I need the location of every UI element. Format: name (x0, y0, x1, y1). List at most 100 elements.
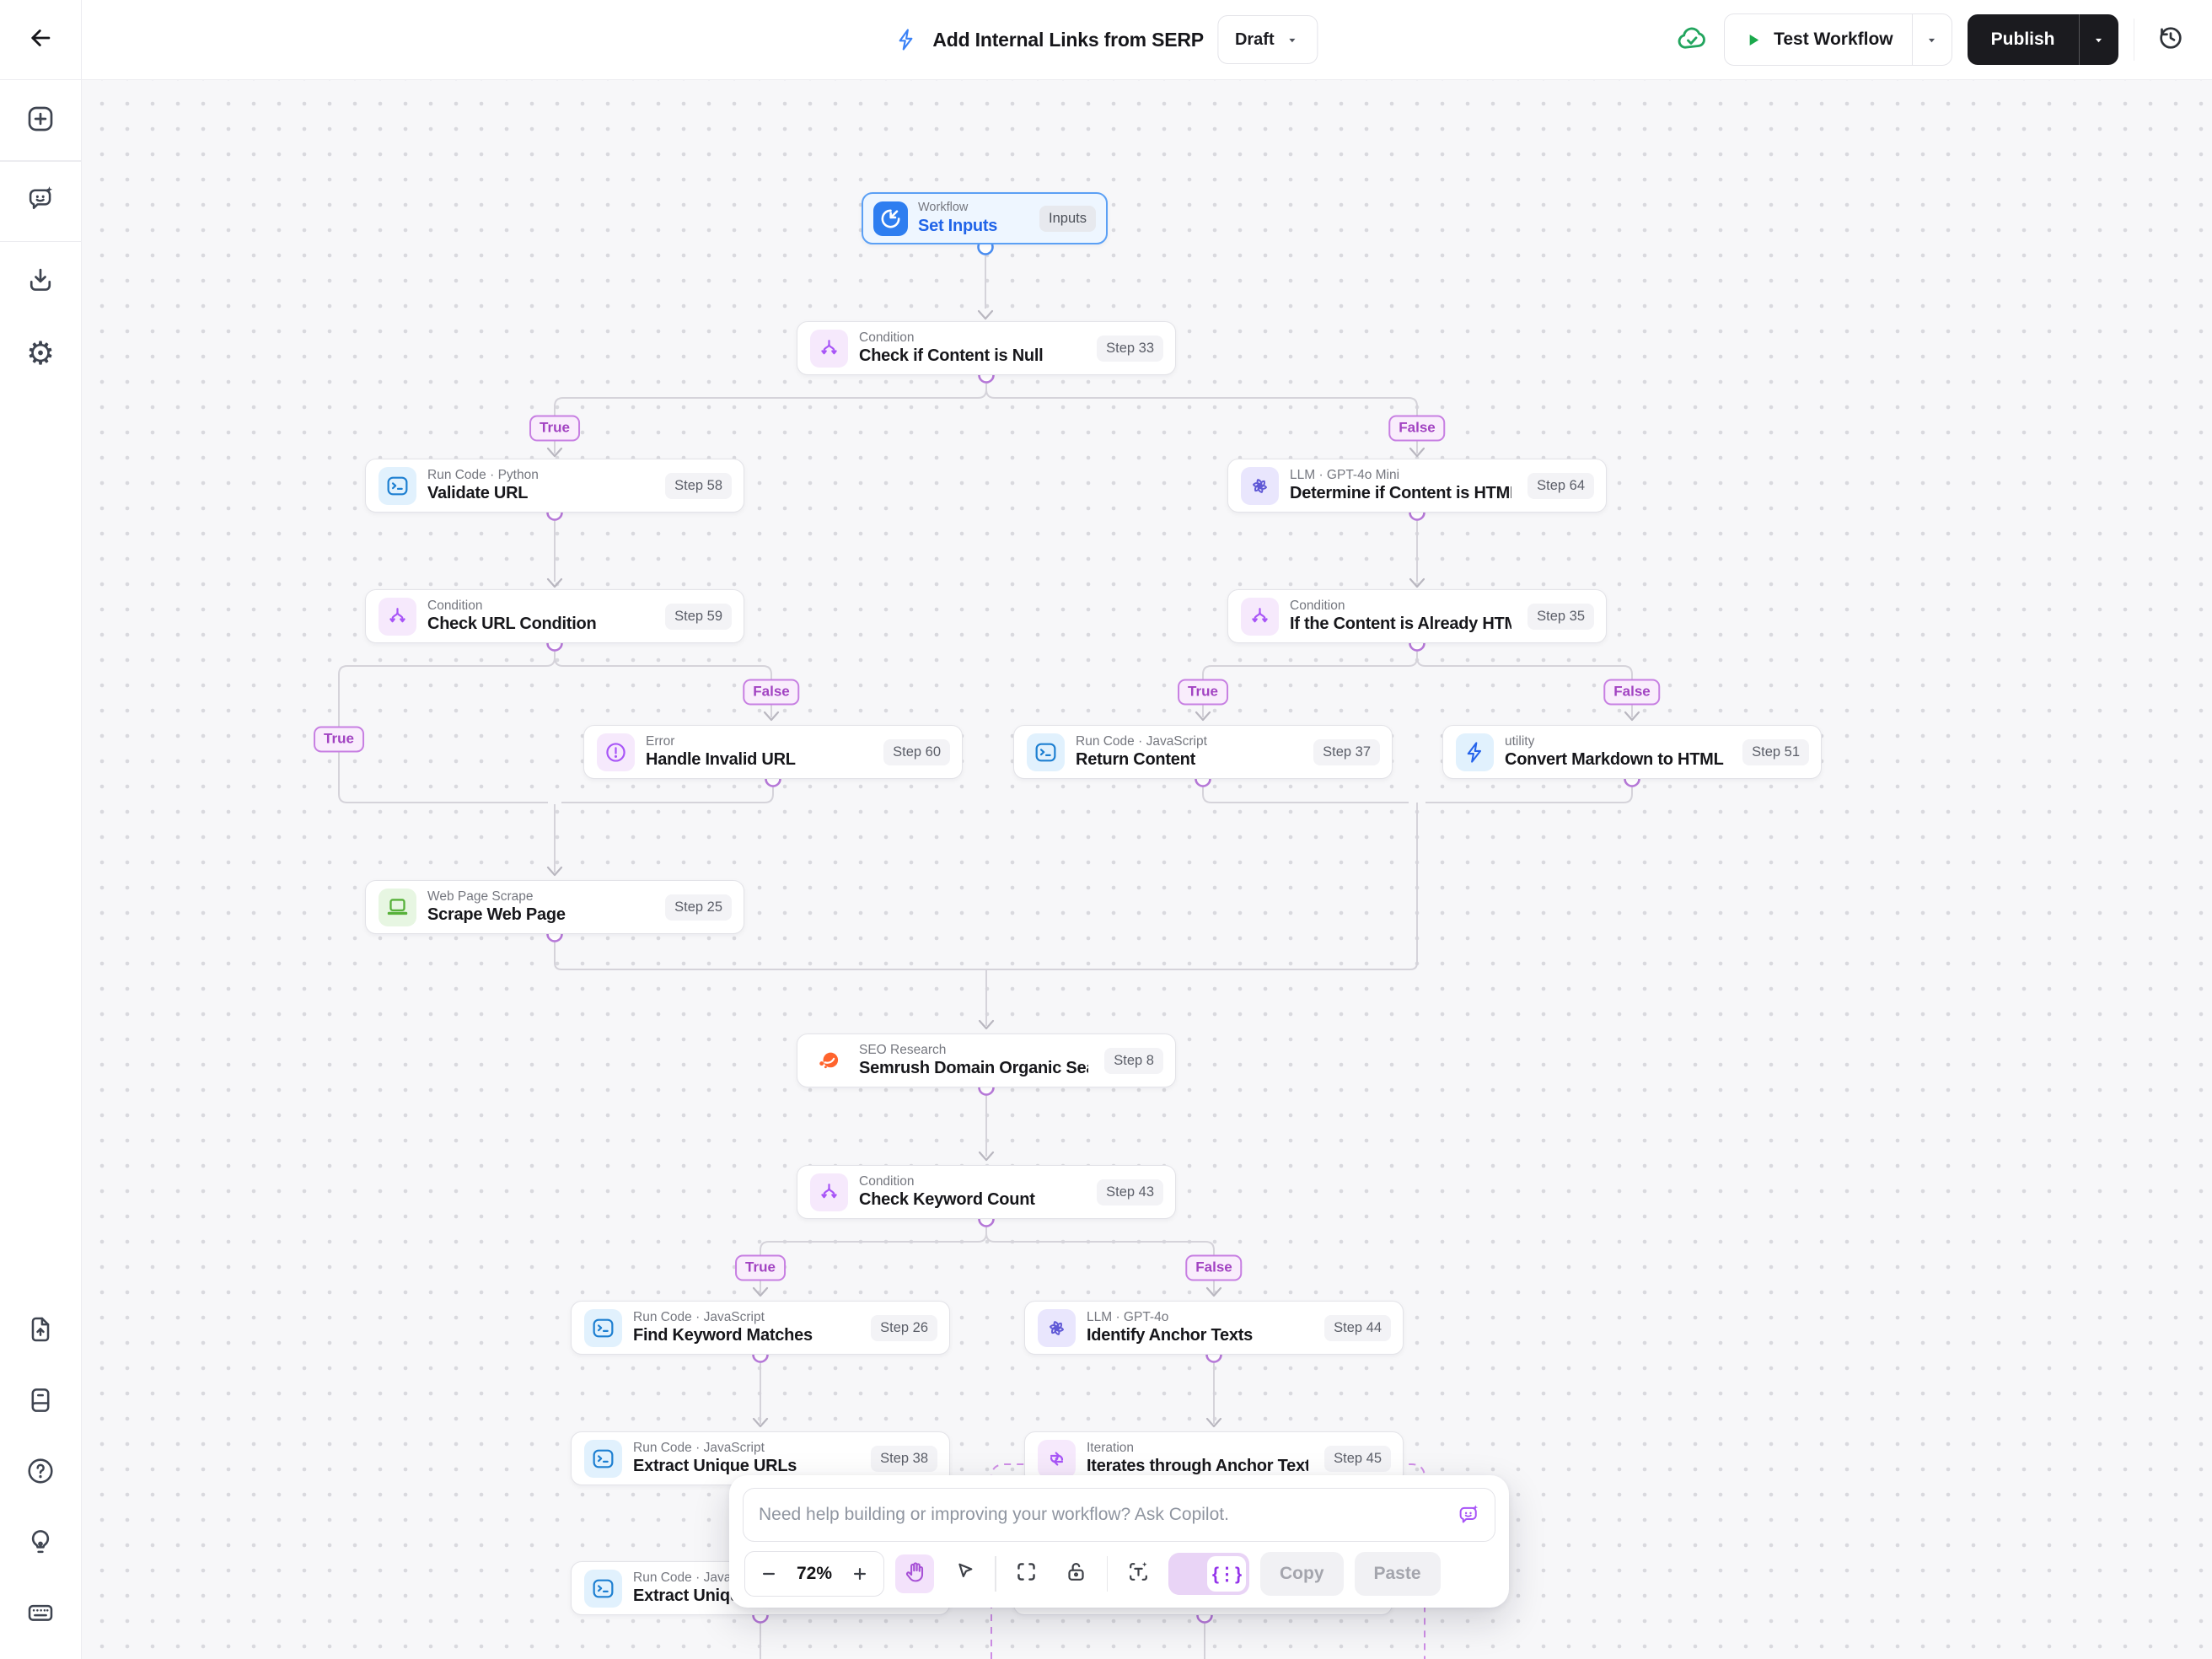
add-step-icon (24, 103, 56, 139)
back-button[interactable] (0, 0, 82, 79)
cursor-icon (952, 1559, 978, 1589)
branch-label-true: True (529, 415, 580, 442)
paste-button[interactable]: Paste (1354, 1552, 1441, 1596)
braces-icon: {⋮} (1207, 1556, 1246, 1592)
step-badge: Step 8 (1104, 1047, 1163, 1074)
openai-icon (1241, 466, 1279, 505)
select-tool-button[interactable] (945, 1554, 984, 1593)
status-dropdown[interactable]: Draft (1216, 15, 1318, 64)
publish-options-button[interactable] (2078, 14, 2118, 65)
lock-canvas-button[interactable] (1057, 1554, 1096, 1593)
sidebar-help-icon[interactable] (21, 1453, 60, 1492)
add-annotation-button[interactable] (1119, 1554, 1157, 1593)
chevron-down-icon (1924, 32, 1940, 48)
keyboard-icon (24, 1597, 56, 1633)
node-type-label: Condition (1290, 598, 1345, 613)
page-title: Add Internal Links from SERP (932, 28, 1204, 51)
node-type-label: Web Page Scrape (427, 889, 534, 904)
publish-label: Publish (1990, 30, 2055, 49)
semrush-icon (810, 1042, 848, 1080)
zoom-out-button[interactable] (757, 1562, 781, 1586)
node-type-label: Condition (859, 330, 915, 345)
sidebar-upload-file-icon[interactable] (21, 1312, 60, 1350)
node-type-label: Condition (859, 1173, 915, 1189)
node-type-label: SEO Research (859, 1042, 947, 1057)
step-badge: Step 58 (665, 472, 732, 499)
toolbar-divider (1106, 1556, 1108, 1592)
variables-toggle[interactable]: {⋮} (1168, 1553, 1249, 1595)
step-badge: Step 45 (1324, 1445, 1391, 1472)
node-type-label: LLM · GPT-4o (1087, 1309, 1169, 1324)
step-badge: Step 33 (1097, 335, 1163, 362)
copilot-icon[interactable] (1456, 1502, 1481, 1527)
node-title: Determine if Content is HTML (1290, 484, 1512, 503)
sidebar-divider (0, 160, 81, 162)
sidebar-bulb-icon[interactable] (21, 1524, 60, 1563)
fit-view-button[interactable] (1007, 1554, 1046, 1593)
step-badge: Step 38 (871, 1445, 937, 1472)
add-text-icon (1125, 1559, 1152, 1589)
condition-icon (379, 597, 416, 636)
back-arrow-icon (26, 24, 55, 56)
node-title: Check URL Condition (427, 615, 597, 634)
step-badge: Step 59 (665, 603, 732, 630)
sidebar-book-icon[interactable] (21, 1382, 60, 1421)
test-workflow-split-button: Test Workflow (1724, 13, 1952, 66)
node-title: If the Content is Already HTML (1290, 615, 1512, 634)
step-badge: Step 37 (1313, 738, 1380, 765)
workflow-bolt-icon (894, 27, 919, 52)
branch-label-false: False (1603, 679, 1661, 706)
title-group: Add Internal Links from SERP Draft (894, 15, 1318, 64)
node-title: Set Inputs (918, 216, 998, 235)
sidebar-settings-icon[interactable]: ⚙ (21, 335, 60, 373)
sidebar-keyboard-icon[interactable] (21, 1595, 60, 1634)
node-title: Convert Markdown to HTML (1505, 750, 1724, 770)
publish-button[interactable]: Publish (1968, 14, 2079, 65)
pan-tool-button[interactable] (895, 1554, 934, 1593)
copy-button[interactable]: Copy (1260, 1552, 1344, 1596)
node-type-label: Run Code · Python (427, 467, 539, 482)
branch-label-true: True (314, 726, 364, 753)
sidebar-bottom-group (0, 1312, 81, 1634)
zoom-level: 72% (796, 1564, 833, 1583)
node-type-label: Iteration (1087, 1440, 1135, 1455)
sidebar-download-icon[interactable] (21, 262, 60, 301)
test-workflow-options-button[interactable] (1911, 14, 1952, 65)
code-icon (379, 466, 416, 505)
upload-file-icon (24, 1313, 56, 1350)
copilot-input[interactable] (757, 1504, 1446, 1526)
code-icon (584, 1308, 622, 1347)
node-type-label: Run Code · JavaScript (1076, 733, 1207, 749)
sidebar-copilot-icon[interactable] (21, 182, 60, 221)
node-title: Find Keyword Matches (633, 1326, 813, 1345)
version-history-button[interactable] (2150, 19, 2192, 61)
sidebar-add-step-icon[interactable] (21, 101, 60, 140)
node-type-label: Run Code · JavaScript (633, 1440, 765, 1455)
zoom-in-button[interactable] (848, 1562, 872, 1586)
error-icon (597, 733, 635, 771)
workflow-icon (873, 201, 908, 236)
zoom-control: 72% (744, 1551, 884, 1597)
openai-icon (1038, 1308, 1076, 1347)
code-icon (1027, 733, 1065, 771)
node-title: Scrape Web Page (427, 905, 566, 925)
condition-icon (810, 329, 848, 368)
test-workflow-button[interactable]: Test Workflow (1725, 14, 1912, 65)
branch-label-false: False (743, 679, 800, 706)
node-type-label: Workflow (918, 201, 969, 215)
